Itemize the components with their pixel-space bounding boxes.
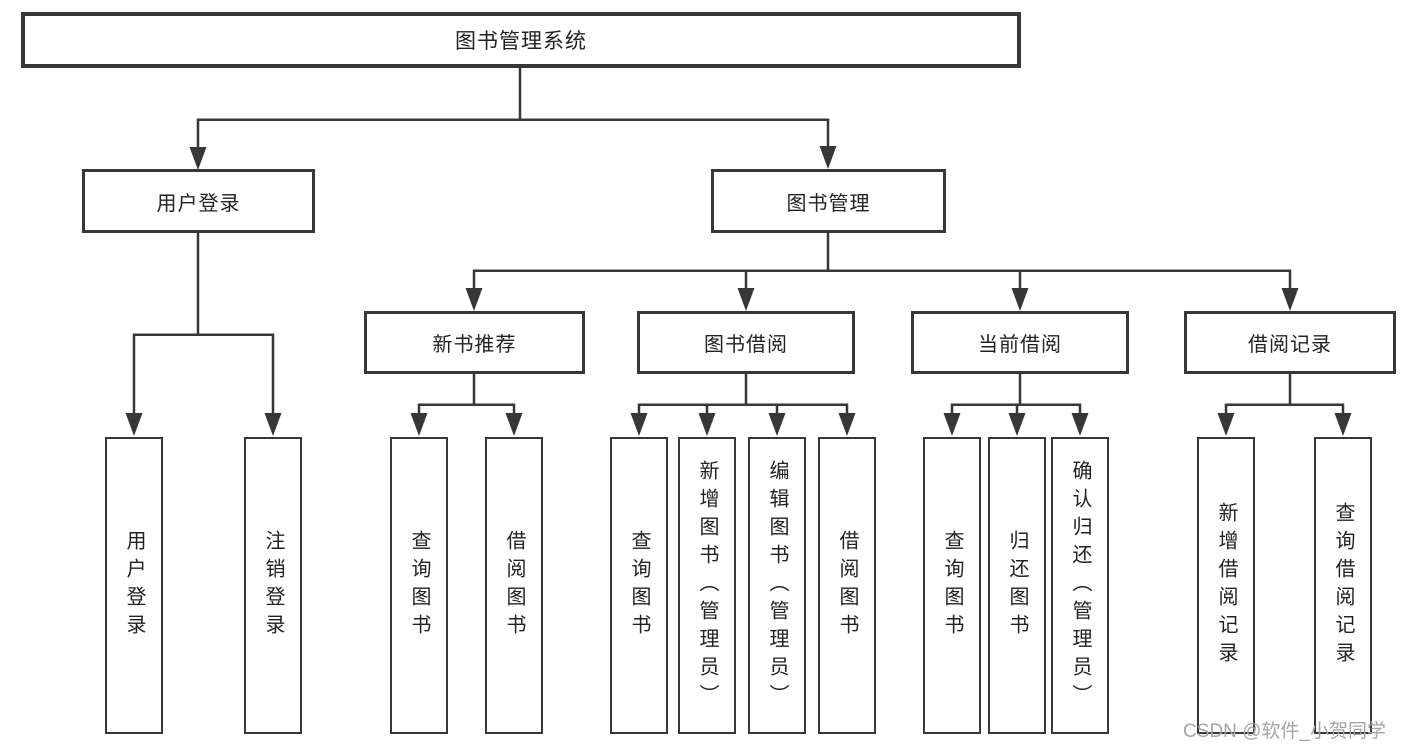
leaf-query-books-current: 查询图书 — [923, 437, 981, 734]
leaf-edit-books-admin: 编辑图书（管理员） — [748, 437, 806, 734]
leaf-return-books: 归还图书 — [988, 437, 1046, 734]
leaf-query-books-recommend: 查询图书 — [390, 437, 448, 734]
leaf-add-books-admin: 新增图书（管理员） — [678, 437, 736, 734]
node-user-login: 用户登录 — [82, 169, 315, 233]
leaf-borrow-books-recommend: 借阅图书 — [485, 437, 543, 734]
leaf-logout: 注销登录 — [244, 437, 302, 734]
edge-current-to-leaves — [950, 374, 1082, 416]
node-book-borrowing: 图书借阅 — [637, 311, 855, 374]
node-book-management: 图书管理 — [711, 169, 946, 233]
leaf-query-books-borrow: 查询图书 — [610, 437, 668, 734]
edge-records-to-leaves — [1224, 374, 1345, 416]
node-borrowing-records: 借阅记录 — [1184, 311, 1396, 374]
edge-userlogin-to-leaves — [132, 233, 275, 416]
leaf-add-borrow-record: 新增借阅记录 — [1197, 437, 1255, 734]
edge-borrow-to-leaves — [637, 374, 849, 416]
leaf-query-borrow-record: 查询借阅记录 — [1314, 437, 1372, 734]
leaf-user-login: 用户登录 — [105, 437, 163, 734]
csdn-watermark: CSDN @软件_小贺同学 — [1183, 721, 1386, 742]
node-new-book-recommendation: 新书推荐 — [364, 311, 585, 374]
edge-root-to-level2 — [196, 68, 830, 148]
leaf-borrow-books: 借阅图书 — [818, 437, 876, 734]
node-library-management-system: 图书管理系统 — [21, 12, 1021, 68]
edge-newbook-to-leaves — [417, 374, 516, 416]
edge-bookmgmt-to-level3 — [472, 233, 1292, 292]
node-current-borrowing: 当前借阅 — [911, 311, 1129, 374]
leaf-confirm-return-admin: 确认归还（管理员） — [1051, 437, 1109, 734]
